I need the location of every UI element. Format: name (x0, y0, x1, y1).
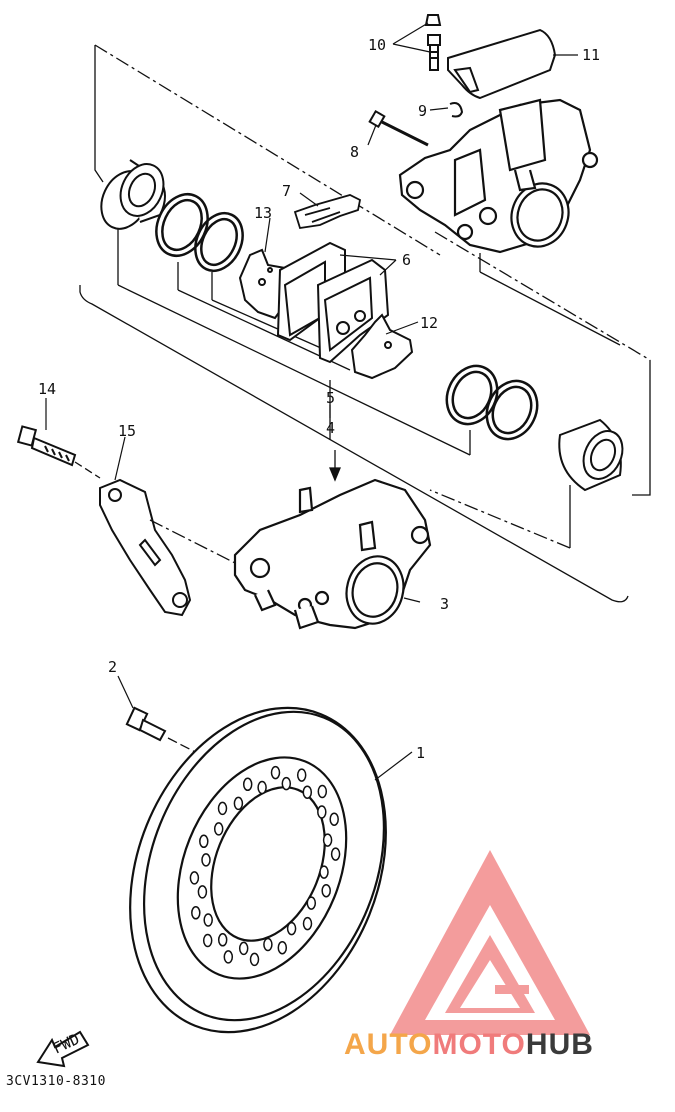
disc-vent-hole (249, 952, 260, 967)
disc-vent-hole (223, 950, 234, 964)
watermark-hub: HUB (525, 1028, 594, 1061)
fwd-arrow-icon (36, 1030, 90, 1068)
disc-vent-hole (317, 784, 328, 799)
disc-vent-hole (319, 865, 329, 879)
caliper-body-upper (398, 98, 599, 254)
callout-12: 12 (420, 314, 438, 332)
caliper-assembly-3 (233, 478, 432, 630)
disc-vent-hole (317, 805, 327, 819)
disc-vent-hole (296, 768, 307, 782)
piston-upper-left (100, 159, 166, 230)
caliper-bracket-15 (99, 478, 192, 617)
disc-bolt-2 (125, 706, 167, 742)
pad-pin-8 (368, 109, 429, 147)
disc-vent-hole (202, 933, 213, 948)
callout-14: 14 (38, 380, 56, 398)
seal-ring-lower (445, 364, 539, 441)
callout-1: 1 (416, 744, 425, 762)
upper-assembly-frame (79, 44, 651, 603)
callout-6: 6 (402, 251, 411, 269)
callout-11: 11 (582, 46, 600, 64)
disc-vent-hole (281, 776, 292, 791)
watermark-moto: MOTO (432, 1028, 526, 1061)
disc-vent-hole (330, 847, 341, 861)
callout-7: 7 (282, 182, 291, 200)
callout-15: 15 (118, 422, 136, 440)
pad-shim-12 (350, 313, 414, 380)
disc-vent-hole (189, 871, 200, 885)
disc-vent-hole (306, 896, 317, 910)
disc-vent-hole (217, 933, 228, 947)
callout-13: 13 (254, 204, 272, 222)
brake-pad-pair-6 (276, 241, 390, 364)
disc-vent-hole (242, 777, 253, 792)
disc-vent-hole (199, 834, 209, 849)
callout-9: 9 (418, 102, 427, 120)
watermark-auto: AUTO (344, 1028, 433, 1061)
disc-vent-hole (217, 801, 228, 816)
disc-vent-hole (197, 885, 208, 899)
disc-vent-hole (263, 937, 273, 952)
disc-vent-hole (203, 913, 213, 927)
callout-3: 3 (440, 595, 449, 613)
disc-vent-hole (302, 785, 313, 799)
disc-vent-hole (322, 833, 333, 847)
watermark-logo-icon (390, 850, 590, 1035)
seal-ring-upper (155, 193, 244, 272)
disc-vent-hole (213, 822, 224, 836)
disc-vent-hole (238, 941, 249, 956)
clip-9 (449, 102, 464, 118)
caliper-cover-11 (447, 28, 557, 100)
disc-vent-hole (201, 853, 211, 867)
disc-vent-hole (191, 906, 201, 920)
disc-vent-hole (270, 765, 281, 780)
piston-lower-right (558, 418, 624, 492)
watermark-wordmark: AUTOMOTOHUB (344, 1028, 594, 1062)
disc-vent-holes (189, 765, 341, 967)
disc-vent-hole (257, 780, 267, 795)
callout-5: 5 (326, 389, 335, 407)
pad-spring-7 (293, 194, 362, 230)
callout-4: 4 (326, 419, 335, 437)
disc-vent-hole (302, 916, 313, 931)
part-code: 3CV1310-8310 (6, 1074, 106, 1089)
callout-8: 8 (350, 143, 359, 161)
callout-10: 10 (368, 36, 386, 54)
disc-vent-hole (286, 921, 297, 936)
callout-leaders (45, 22, 578, 781)
disc-vent-hole (329, 812, 339, 826)
bleed-screw-10 (424, 14, 442, 71)
mounting-bolt-14 (16, 425, 77, 467)
disc-vent-hole (277, 940, 288, 955)
disc-vent-hole (321, 883, 331, 898)
callout-2: 2 (108, 658, 117, 676)
disc-vent-hole (233, 796, 244, 811)
